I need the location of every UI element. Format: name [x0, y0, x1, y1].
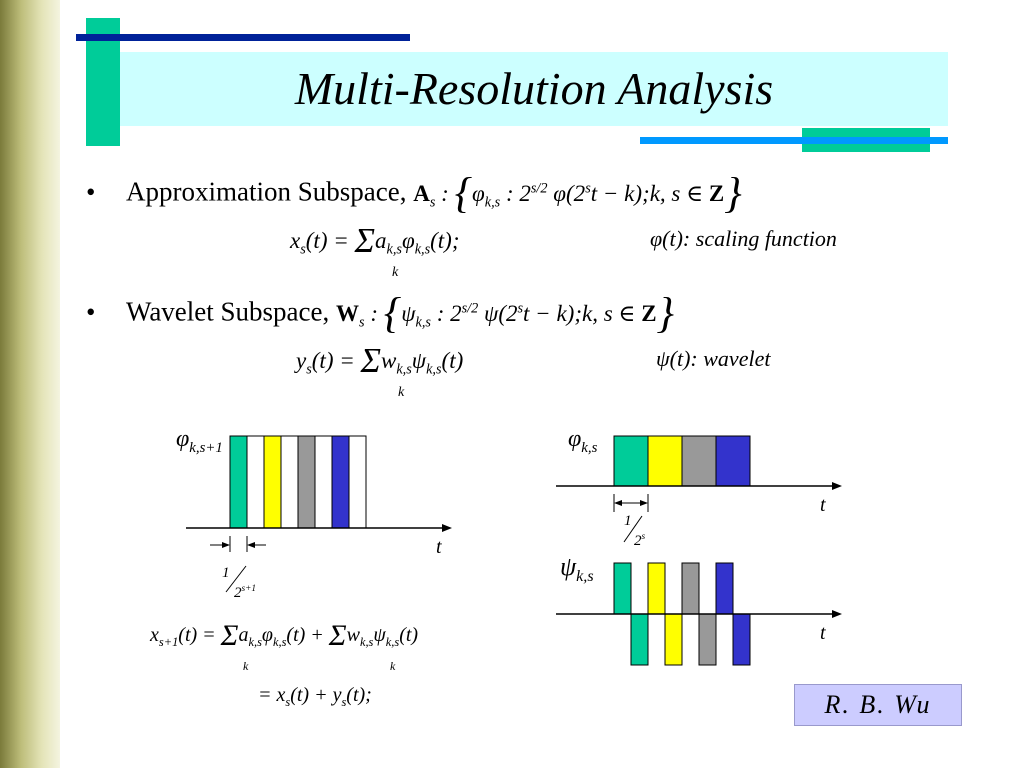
decomposition-equation-line2: = xs(t) + ys(t); — [258, 684, 372, 709]
eq-basis: ψ — [411, 348, 427, 373]
bar-white — [348, 435, 367, 529]
bar-white — [314, 435, 333, 529]
sum-index: k — [390, 659, 396, 673]
bar-white — [246, 435, 265, 529]
bar-yellow-up — [647, 562, 666, 615]
eq-basis: φ — [401, 228, 415, 253]
eq-lhs: y — [296, 348, 307, 373]
right-scaling-plot — [556, 435, 842, 543]
bullet-wavelet: •Wavelet Subspace, Ws : {ψk,s : 2s/2 ψ(2… — [86, 288, 675, 337]
bullet-dot: • — [86, 296, 96, 327]
bar-blue — [715, 435, 751, 487]
left-scaling-plot — [186, 435, 452, 593]
right-bottom-axis-label: t — [820, 622, 826, 644]
bar-blue — [331, 435, 350, 529]
bar-blue-down — [732, 613, 751, 666]
right-width-num: 1 — [624, 513, 632, 529]
right-bottom-plot-label: ψk,s — [560, 552, 594, 592]
title-accent-line-top — [76, 34, 410, 41]
label-sub: k,s — [576, 568, 594, 586]
bar-white — [280, 435, 299, 529]
width-den-exp: s+1 — [241, 584, 257, 594]
width-den-exp: s — [641, 532, 646, 542]
right-width-den: 2s — [634, 526, 645, 552]
bar-yellow — [263, 435, 282, 529]
left-plot-label: φk,s+1 — [176, 424, 223, 463]
label-symbol: ψ — [560, 552, 577, 581]
eq-coef: w — [381, 348, 397, 373]
inner-fn: φ — [553, 180, 567, 206]
left-width-den: 2s+1 — [234, 578, 256, 604]
slide-title: Multi-Resolution Analysis — [294, 63, 774, 114]
sum-index: k — [398, 385, 405, 400]
label-symbol: φ — [176, 426, 190, 452]
width-den-base: 2 — [634, 533, 642, 549]
right-top-plot-label: φk,s — [568, 424, 597, 463]
bullet-label: Wavelet Subspace, — [126, 296, 330, 327]
title-accent-line-bottom — [640, 137, 948, 144]
bullet-approximation: •Approximation Subspace, As : {φk,s : 2s… — [86, 168, 742, 217]
inner-fn: ψ — [484, 300, 499, 326]
note-wavelet: ψ(t): wavelet — [656, 346, 771, 371]
space-symbol-a: A — [413, 180, 430, 206]
left-axis-label: t — [436, 536, 442, 558]
bar-teal — [613, 435, 649, 487]
bar-teal — [229, 435, 248, 529]
equation-x: xs(t) = Σak,sφk,s(t); — [290, 222, 460, 260]
left-width-num: 1 — [222, 565, 230, 581]
bar-yellow — [647, 435, 683, 487]
label-symbol: φ — [568, 426, 582, 452]
right-wavelet-plot — [556, 562, 842, 666]
equation-y: ys(t) = Σwk,sψk,s(t) — [296, 342, 464, 380]
eq-lhs: x — [290, 228, 301, 253]
label-sub: k,s — [581, 439, 598, 456]
set-element: ψ — [401, 300, 416, 326]
signature-text: R. B. Wu — [824, 690, 932, 719]
bar-teal-up — [613, 562, 632, 615]
eq-coef: a — [375, 228, 387, 253]
note-scaling-function: φ(t): scaling function — [650, 226, 837, 251]
bullet-dot: • — [86, 176, 96, 207]
bar-teal-down — [630, 613, 649, 666]
bar-gray — [681, 435, 717, 487]
bar-yellow-down — [664, 613, 683, 666]
bar-blue-up — [715, 562, 734, 615]
left-axis-arrow — [442, 524, 452, 532]
set-element: φ — [472, 180, 485, 206]
bar-gray — [297, 435, 316, 529]
sum-index: k — [392, 265, 399, 280]
space-symbol-w: W — [336, 300, 360, 326]
width-den-base: 2 — [234, 585, 242, 601]
decomposition-equation: xs+1(t) = Σak,sφk,s(t) + Σwk,sψk,s(t) — [150, 619, 419, 652]
author-signature: R. B. Wu — [794, 684, 962, 726]
sum-index: k — [243, 659, 249, 673]
label-sub: k,s+1 — [189, 439, 223, 456]
right-top-axis-label: t — [820, 494, 826, 516]
bar-gray-up — [681, 562, 700, 615]
bullet-label: Approximation Subspace, — [126, 176, 407, 207]
left-gradient-bar — [0, 0, 60, 768]
title-background — [120, 52, 948, 126]
bar-gray-down — [698, 613, 717, 666]
